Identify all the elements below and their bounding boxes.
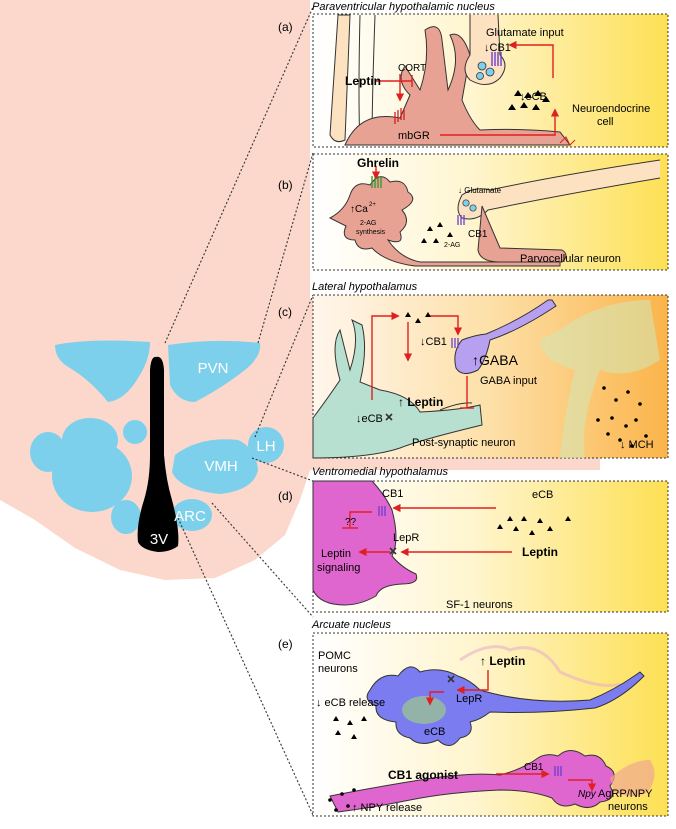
ag-synthesis-1: 2-AG — [360, 220, 376, 227]
pvn-left — [55, 340, 150, 402]
tag-e: (e) — [278, 637, 293, 651]
ca-label: ↑Ca — [350, 204, 368, 215]
glutamate-label-b: ↓ Glutamate — [458, 186, 502, 195]
label-vmh: VMH — [204, 458, 237, 475]
cb1-receptor-e — [554, 766, 562, 776]
panel-e: ↑ Leptin POMC neurons LepR ↓ eCB release… — [312, 632, 669, 817]
leptin-label-d: Leptin — [522, 545, 558, 559]
cb1-agonist-label: CB1 agonist — [388, 768, 458, 782]
panel-c: ↓CB1 ↑GABA GABA input ↑ Leptin ↓eCB Post… — [312, 294, 669, 459]
neuroendocrine-label-2: cell — [597, 116, 614, 128]
title-d: Ventromedial hypothalamus — [312, 466, 448, 478]
label-lh: LH — [256, 438, 275, 455]
lepr-label-e: LepR — [456, 693, 482, 705]
tag-a: (a) — [278, 20, 293, 34]
title-e: Arcuate nucleus — [311, 619, 391, 631]
ca-sup: 2+ — [369, 202, 376, 208]
cb1-label-d: CB1 — [382, 488, 403, 500]
mbgr-receptor — [394, 108, 405, 124]
ecb-release-label: ↓ eCB release — [316, 697, 385, 709]
panel-a: Glutamate input ↓CB1 Leptin CORT ↓eCB mb… — [312, 13, 669, 148]
presynaptic-axon-b — [457, 159, 661, 220]
leptin-label-a: Leptin — [345, 74, 381, 88]
cort-label: CORT — [398, 63, 426, 74]
pvn-right — [168, 340, 261, 402]
pomc-label-2: neurons — [318, 663, 358, 675]
left-nucleus-5 — [111, 500, 141, 534]
left-nucleus-3 — [52, 440, 132, 512]
cb1-label-b: CB1 — [468, 229, 488, 240]
title-c: Lateral hypothalamus — [312, 281, 418, 293]
mch-label: ↓ MCH — [620, 439, 654, 451]
lepr-receptor-d — [389, 547, 397, 555]
lepr-label-d: LepR — [393, 532, 419, 544]
neuroendocrine-label-1: Neuroendocrine — [572, 103, 650, 115]
arc-nucleus — [172, 499, 212, 531]
vmh-nucleus — [172, 439, 258, 494]
ghrelin-receptor — [371, 176, 382, 188]
agrp-label-1: AgRP/NPY — [598, 788, 653, 800]
ag-synthesis-2: synthesis — [356, 229, 386, 236]
leptin-receptor-c — [385, 413, 393, 421]
leptin-signaling-1: Leptin — [321, 548, 351, 560]
parvocellular-neuron — [328, 176, 561, 267]
cb1-label-e: CB1 — [524, 762, 544, 773]
pomc-neuron — [366, 666, 645, 746]
pomc-label-1: POMC — [318, 650, 351, 662]
cb1-receptor-b — [457, 215, 465, 225]
panel-b: Ghrelin ↑Ca 2+ 2-AG synthesis ↓ Glutamat… — [312, 153, 669, 271]
tag-b: (b) — [278, 178, 293, 192]
gaba-input-label: GABA input — [480, 375, 537, 387]
leptin-label-c: ↑ Leptin — [398, 395, 443, 409]
ecb-label-e: eCB — [424, 726, 445, 738]
sf1-neuron — [312, 480, 418, 606]
connector-lines — [164, 6, 314, 816]
post-synaptic-label: Post-synaptic neuron — [412, 437, 515, 449]
leptin-signaling-2: signaling — [317, 562, 360, 574]
npy-release-label: ↑ NPY release — [352, 802, 422, 814]
tag-d: (d) — [278, 489, 293, 503]
lepr-receptor-e — [447, 675, 455, 683]
title-a: Paraventricular hypothalamic nucleus — [312, 1, 495, 13]
post-synaptic-neuron — [312, 318, 483, 459]
ecb-label-c: ↓eCB — [356, 413, 383, 425]
label-arc: ARC — [174, 508, 206, 525]
npy-label: Npy — [578, 789, 597, 800]
cb1-receptor-d — [378, 506, 386, 516]
label-3v: 3V — [150, 531, 168, 548]
gaba-terminal — [454, 299, 557, 374]
tag-c: (c) — [278, 305, 292, 319]
third-ventricle — [137, 356, 179, 552]
cb1-label-a: ↓CB1 — [484, 42, 511, 54]
agrp-label-2: neurons — [608, 801, 648, 813]
label-pvn: PVN — [198, 360, 229, 377]
ag-label: 2-AG — [444, 242, 460, 249]
cb1-label-c: ↓CB1 — [420, 336, 447, 348]
question-label: ?? — [345, 517, 357, 528]
panel-d: CB1 eCB ?? LepR Leptin signaling Leptin … — [312, 480, 669, 613]
left-nucleus-4 — [123, 420, 147, 444]
cb1-receptor-c — [451, 338, 459, 348]
leptin-label-e: ↑ Leptin — [480, 654, 525, 668]
parvocellular-label: Parvocellular neuron — [520, 253, 621, 265]
mbgr-label: mbGR — [398, 130, 430, 142]
sf1-label: SF-1 neurons — [446, 599, 513, 611]
ecb-label-d: eCB — [532, 489, 553, 501]
gaba-label: ↑GABA — [472, 352, 519, 368]
glutamate-input-label: Glutamate input — [486, 27, 564, 39]
cb1-receptor-a — [491, 52, 502, 66]
ecb-label-a: ↓eCB — [520, 91, 547, 103]
lh-nucleus — [248, 427, 284, 463]
nuclei — [30, 340, 284, 534]
presynaptic-terminal — [464, 14, 506, 85]
ghrelin-label: Ghrelin — [357, 156, 399, 170]
